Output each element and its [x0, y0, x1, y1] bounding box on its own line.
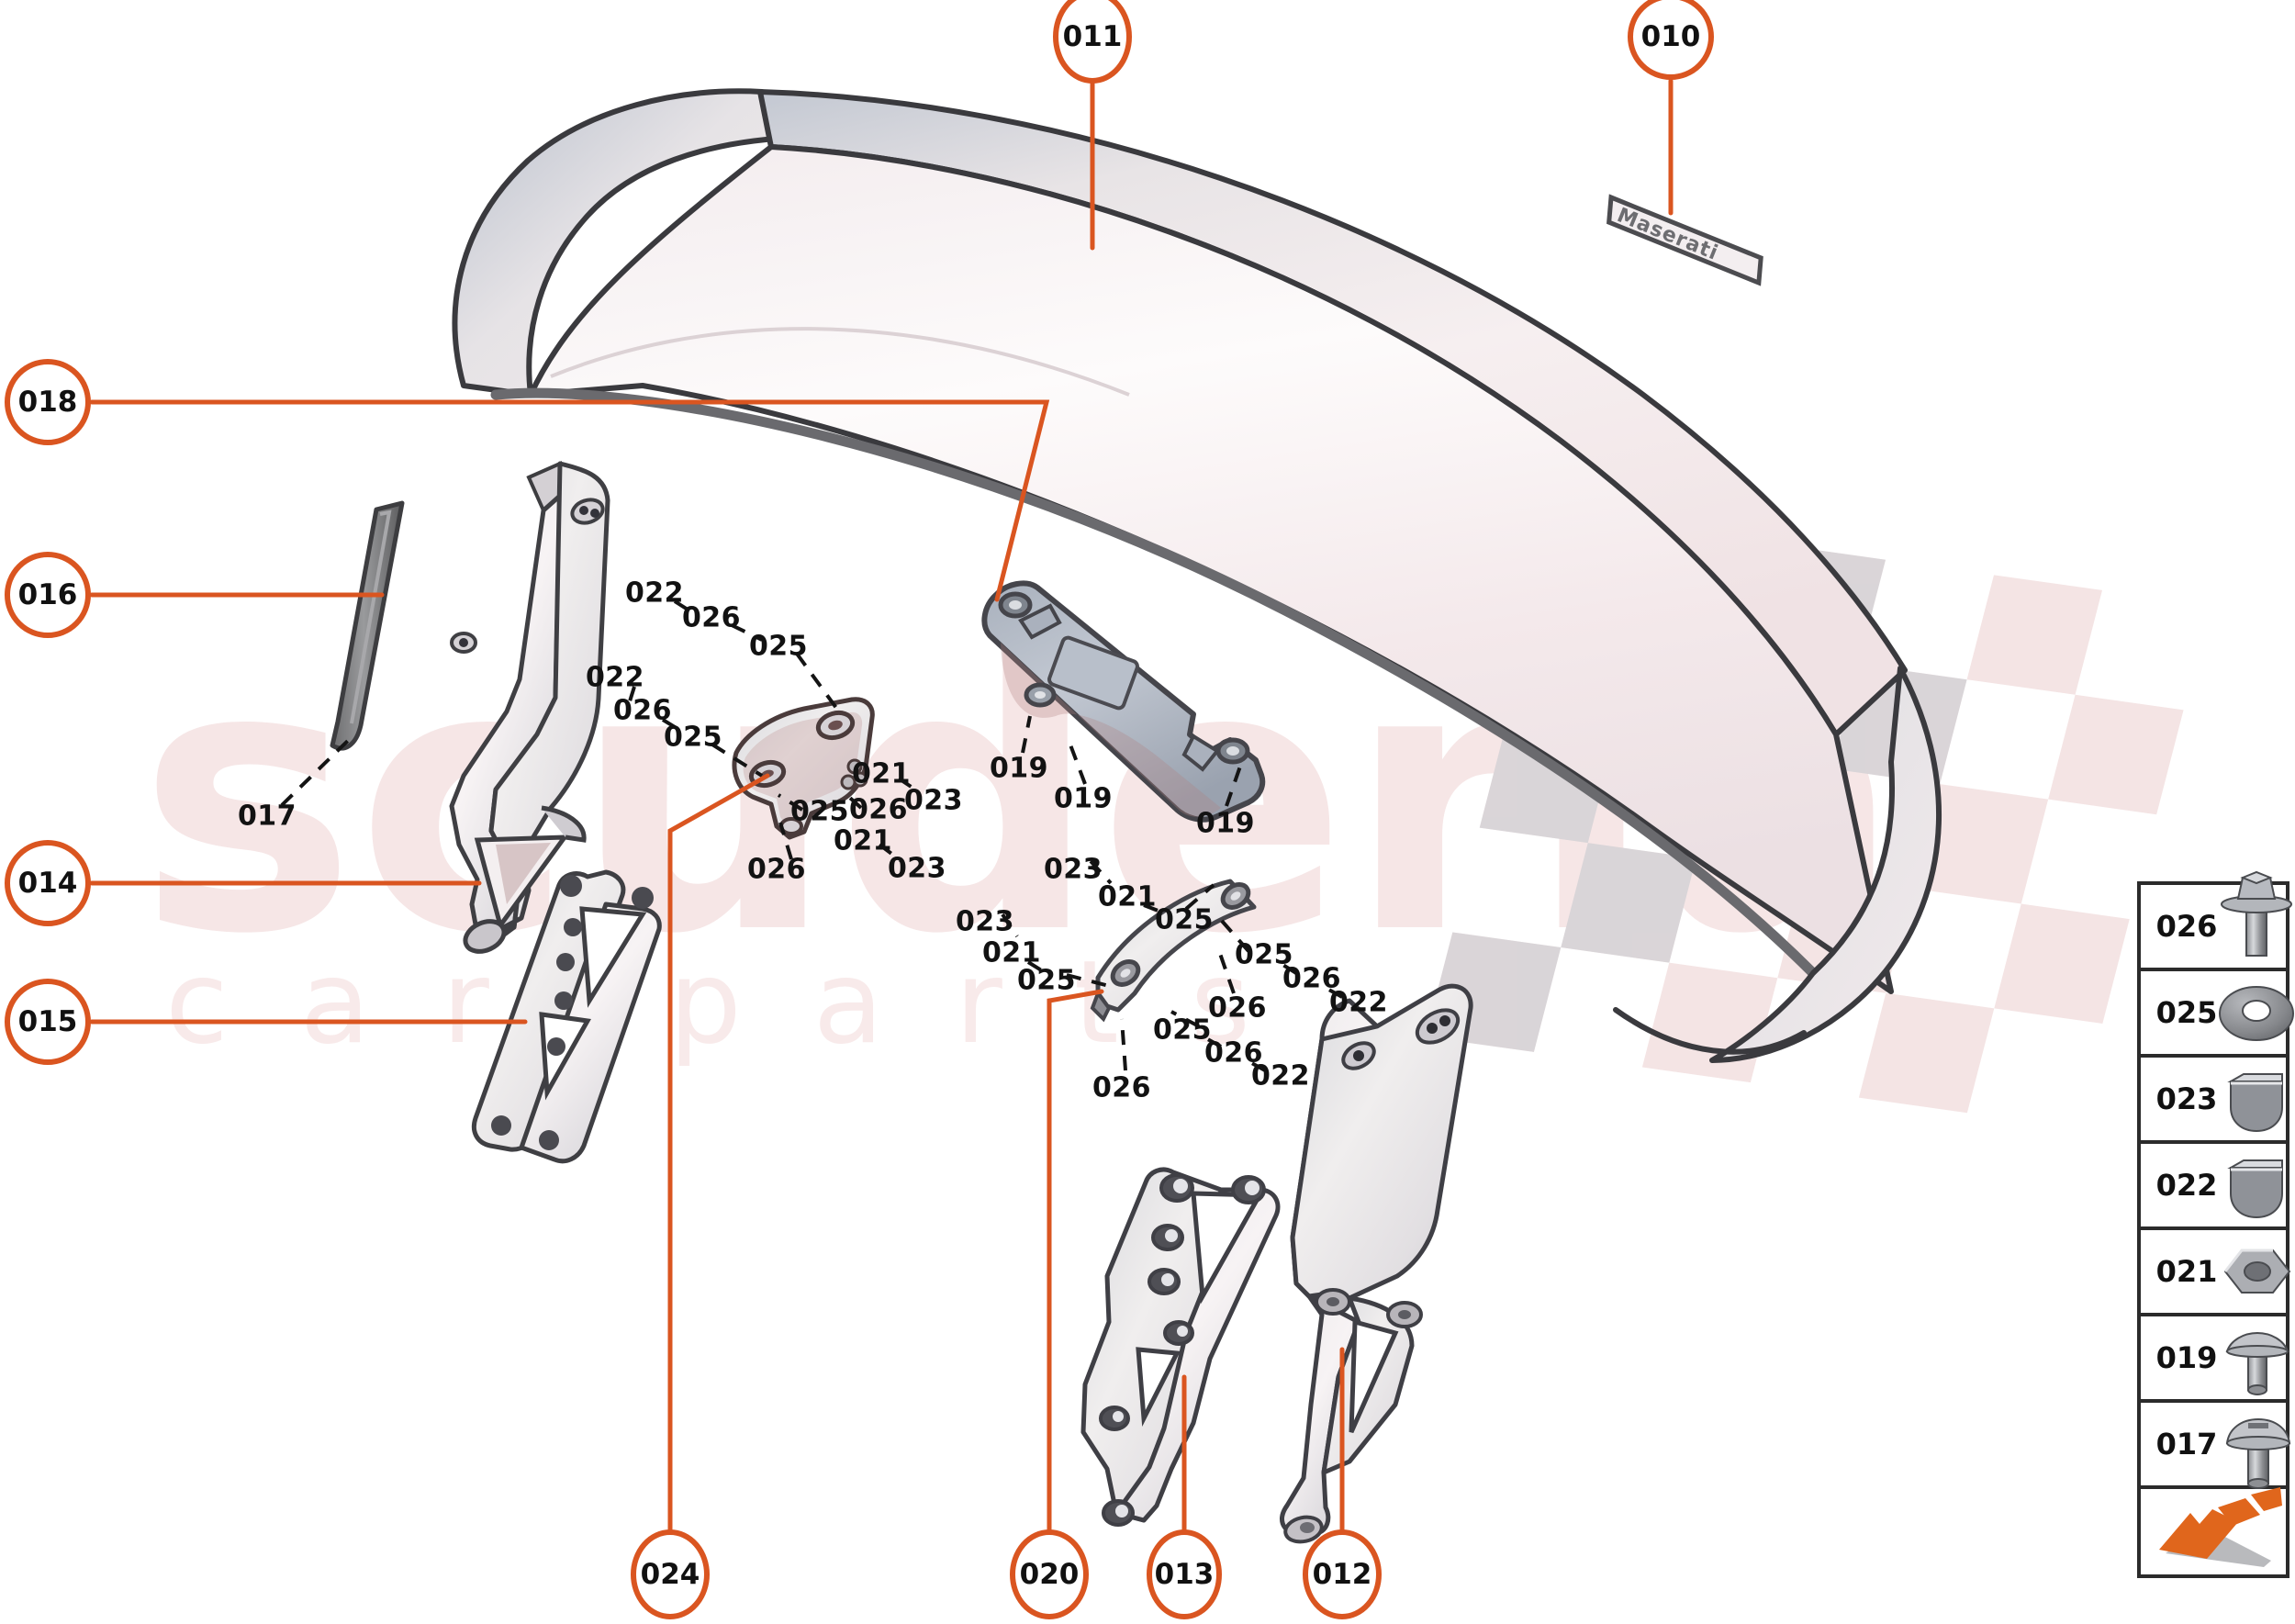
callout-label-010[interactable]: 010	[1640, 20, 1701, 53]
right-lower-arm-013	[1080, 1167, 1281, 1527]
callout-label-018[interactable]: 018	[17, 386, 78, 419]
washer-icon	[2219, 986, 2294, 1041]
curved-tie-strap-020	[1090, 879, 1257, 1023]
hardware-legend-table	[2137, 870, 2294, 1578]
part-label: 021	[851, 757, 912, 790]
part-label: 021	[1097, 880, 1158, 913]
right-wing-support-arm-012	[1280, 983, 1473, 1544]
pan-head-screw-icon	[2225, 1417, 2291, 1489]
legend-code-019: 019	[2155, 1340, 2218, 1375]
part-label: 023	[887, 852, 947, 885]
wing-mount-plate-018	[981, 580, 1266, 823]
part-label: 025	[789, 795, 850, 828]
part-label: 022	[1328, 986, 1389, 1019]
part-label: 026	[1203, 1036, 1264, 1070]
part-label: 023	[955, 905, 1015, 938]
callout-label-013[interactable]: 013	[1154, 1558, 1215, 1591]
part-label: 025	[1234, 938, 1294, 971]
part-label: 019	[989, 752, 1049, 785]
wing-seal-strip-016	[330, 500, 405, 751]
part-label: 026	[746, 853, 807, 886]
rear-wing-blade	[452, 88, 1942, 1063]
part-label: 026	[1282, 962, 1342, 995]
part-label: 022	[585, 661, 645, 694]
part-label: 023	[1043, 853, 1103, 886]
left-wing-support-arm-018	[449, 461, 610, 954]
part-label: 026	[612, 694, 673, 727]
part-label: 021	[833, 824, 893, 857]
part-label: 026	[1207, 991, 1268, 1025]
part-label: 026	[848, 793, 909, 826]
flange-bolt-icon	[2221, 870, 2292, 957]
legend-code-022: 022	[2155, 1168, 2218, 1203]
part-label: 022	[1250, 1059, 1311, 1092]
callout-label-012[interactable]: 012	[1312, 1558, 1372, 1591]
legend-code-023: 023	[2155, 1081, 2218, 1116]
left-lower-link-015	[471, 869, 662, 1164]
rivet-screw-icon	[2225, 1331, 2289, 1395]
orange-arrow-icon	[2159, 1487, 2282, 1567]
hex-nut-icon	[2223, 1249, 2291, 1294]
callout-label-015[interactable]: 015	[17, 1005, 78, 1038]
legend-code-021: 021	[2155, 1254, 2218, 1289]
legend-code-026: 026	[2155, 909, 2218, 944]
part-label: 025	[748, 630, 809, 663]
part-label: 026	[1092, 1071, 1152, 1104]
part-label: 019	[1053, 782, 1114, 815]
dashed-leader-lines	[280, 599, 1343, 1072]
part-label: 025	[1016, 964, 1077, 997]
legend-code-025: 025	[2155, 995, 2218, 1030]
callout-label-024[interactable]: 024	[640, 1558, 700, 1591]
part-label: 025	[1154, 903, 1215, 936]
callout-bubbles	[5, 0, 1714, 1619]
part-label: 025	[1152, 1014, 1213, 1047]
part-label: 026	[681, 601, 742, 634]
svg-text:car parts: car parts	[165, 936, 1322, 1070]
cap-nut-icon	[2227, 1073, 2283, 1133]
callout-label-014[interactable]: 014	[17, 867, 78, 900]
angle-bracket-024	[732, 697, 875, 840]
legend-code-017: 017	[2155, 1427, 2218, 1462]
part-label: 017	[237, 800, 297, 833]
callout-leader-lines	[89, 78, 1674, 1538]
part-label: 019	[1195, 807, 1256, 840]
part-label: 025	[663, 721, 723, 754]
part-label: 021	[981, 936, 1042, 969]
callout-label-016[interactable]: 016	[17, 578, 78, 611]
callout-label-011[interactable]: 011	[1062, 20, 1123, 53]
cap-nut-icon	[2227, 1159, 2283, 1219]
part-label: 023	[903, 784, 964, 817]
part-label: 022	[624, 577, 685, 610]
maserati-badge-emblem: Maserati	[1606, 194, 1763, 286]
callout-label-020[interactable]: 020	[1019, 1558, 1080, 1591]
